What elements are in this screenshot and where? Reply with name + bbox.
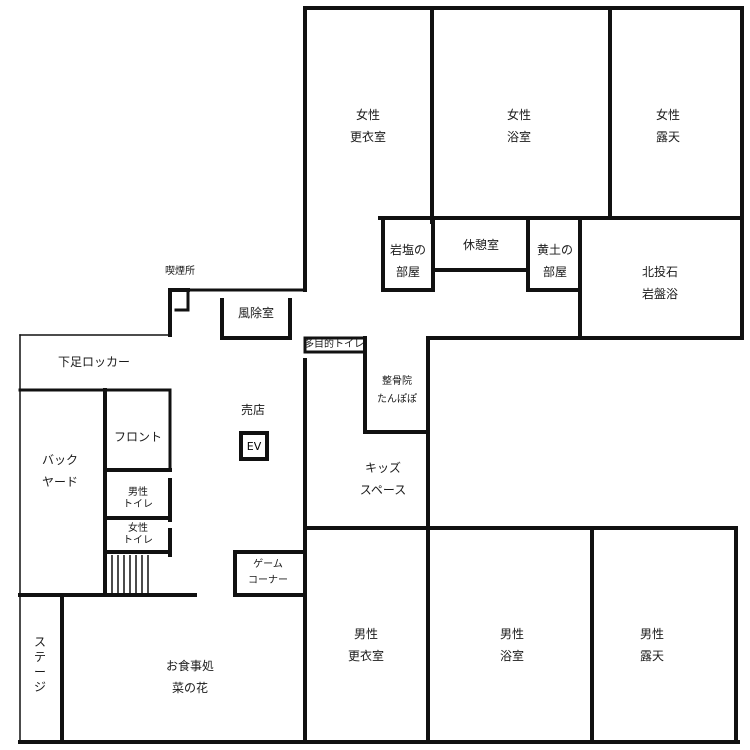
front-desk-label: フロント (113, 430, 163, 444)
hokutoseki-bedrock-bath-label: 北投石 岩盤浴 (641, 265, 679, 301)
men-toilet-label: 男性 トイレ (123, 487, 153, 510)
women-changing-room-label: 女性 更衣室 (349, 108, 387, 144)
chiropractic-clinic-label: 整骨院 たんぽぽ (377, 376, 417, 405)
rest-room-label: 休憩室 (462, 238, 500, 252)
smoking-area-label: 喫煙所 (165, 266, 195, 277)
windbreak-room-label: 風除室 (237, 306, 275, 320)
kids-space-label: キッズ スペース (359, 461, 407, 497)
rock-salt-room-label: 岩塩の 部屋 (389, 243, 427, 279)
women-bath-label: 女性 浴室 (506, 108, 532, 144)
men-bath-label: 男性 浴室 (499, 627, 525, 663)
restaurant-label: お食事処 菜の花 (165, 659, 215, 695)
women-outdoor-bath-label: 女性 露天 (655, 108, 681, 144)
game-corner-label: ゲーム コーナー (248, 559, 288, 586)
shop-label: 売店 (240, 403, 266, 417)
men-changing-room-label: 男性 更衣室 (347, 627, 385, 663)
elevator-box: EV (239, 431, 269, 461)
loess-room-label: 黄土の 部屋 (536, 243, 574, 279)
backyard-label: バック ヤード (41, 453, 79, 489)
women-toilet-label: 女性 トイレ (123, 523, 153, 546)
stage-label: ス テ ー ジ (33, 635, 47, 694)
multipurpose-toilet-label: 多目的トイレ (304, 339, 364, 350)
shoe-lockers-label: 下足ロッカー (57, 355, 131, 369)
men-outdoor-bath-label: 男性 露天 (639, 627, 665, 663)
